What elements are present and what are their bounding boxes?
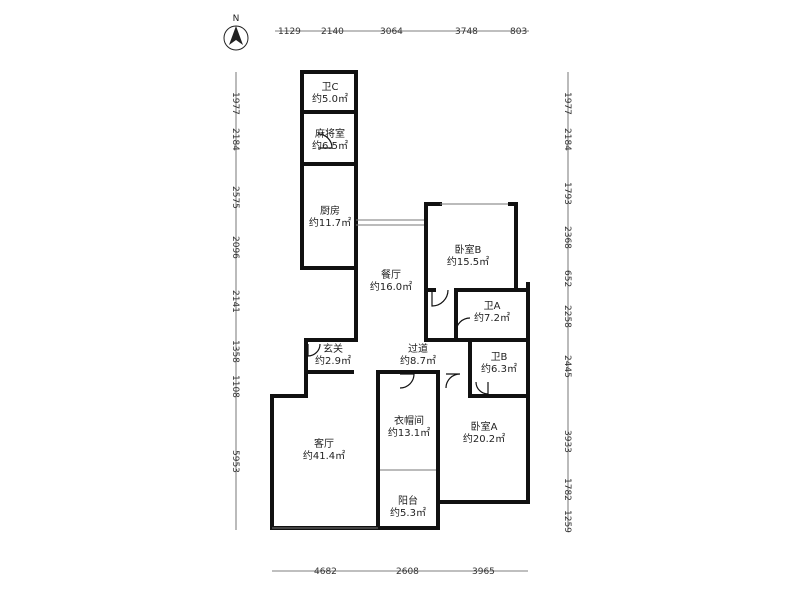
dim-left-3: 2096: [230, 236, 240, 259]
left-dimensions: 1977 2184 2575 2096 2141 1358 1108 5953: [230, 72, 240, 530]
walls: [270, 70, 530, 530]
room-area: 约6.3㎡: [481, 362, 517, 375]
room-name: 麻将室: [315, 127, 345, 140]
doors: [307, 133, 489, 395]
dim-left-4: 2141: [230, 290, 240, 313]
dim-top-3: 3748: [455, 27, 478, 37]
room-name: 玄关: [323, 342, 343, 355]
room-labels: 卫C 约5.0㎡ 麻将室 约6.5㎡ 厨房 约11.7㎡ 餐厅 约16.0㎡ 卧…: [303, 82, 517, 519]
room-area: 约7.2㎡: [474, 311, 510, 324]
dim-right-3: 2368: [562, 226, 572, 249]
top-dimensions: 1129 2140 3064 3748 803: [275, 27, 529, 37]
dim-right-5: 2258: [562, 305, 572, 328]
dim-left-7: 5953: [230, 450, 240, 473]
room-name: 餐厅: [381, 268, 401, 281]
dim-bottom-0: 4682: [314, 567, 337, 577]
room-area: 约15.5㎡: [447, 255, 489, 268]
door-icon: [475, 381, 489, 395]
dim-bottom-1: 2608: [396, 567, 419, 577]
room-area: 约41.4㎡: [303, 449, 345, 462]
dim-right-1: 2184: [562, 128, 572, 151]
compass-label: N: [233, 14, 240, 24]
room-name: 卫B: [491, 352, 508, 363]
room-area: 约20.2㎡: [463, 432, 505, 445]
room-name: 卫C: [322, 82, 339, 93]
room-name: 厨房: [320, 204, 340, 217]
dim-left-5: 1358: [230, 340, 240, 363]
dim-bottom-2: 3965: [472, 567, 495, 577]
room-area: 约5.3㎡: [390, 506, 426, 519]
dim-right-0: 1977: [562, 92, 572, 115]
dim-top-0: 1129: [278, 27, 301, 37]
door-icon: [307, 343, 321, 357]
room-name: 卫A: [484, 301, 501, 312]
room-name: 客厅: [314, 437, 334, 450]
door-icon: [399, 373, 415, 389]
dim-left-6: 1108: [230, 375, 240, 398]
dim-right-7: 3933: [562, 430, 572, 453]
dim-right-9: 1259: [562, 510, 572, 533]
door-icon: [431, 289, 449, 307]
room-name: 卧室B: [455, 243, 482, 256]
right-dimensions: 1977 2184 1793 2368 652 2258 2445 3933 1…: [562, 72, 572, 533]
room-area: 约11.7㎡: [309, 216, 351, 229]
room-name: 过道: [408, 342, 428, 355]
room-name: 衣帽间: [394, 414, 424, 427]
room-area: 约8.7㎡: [400, 354, 436, 367]
dim-left-0: 1977: [230, 92, 240, 115]
bottom-dimensions: 4682 2608 3965: [272, 567, 528, 577]
dim-top-2: 3064: [380, 27, 403, 37]
dim-right-2: 1793: [562, 182, 572, 205]
dim-right-6: 2445: [562, 355, 572, 378]
room-area: 约5.0㎡: [312, 92, 348, 105]
room-name: 阳台: [398, 494, 418, 507]
door-icon: [445, 373, 461, 389]
dim-left-2: 2575: [230, 186, 240, 209]
room-area: 约6.5㎡: [312, 139, 348, 152]
room-area: 约16.0㎡: [370, 280, 412, 293]
dim-top-1: 2140: [321, 27, 344, 37]
room-area: 约2.9㎡: [315, 354, 351, 367]
dim-right-4: 652: [562, 270, 572, 287]
room-area: 约13.1㎡: [388, 426, 430, 439]
door-icon: [455, 317, 471, 333]
dim-left-1: 2184: [230, 128, 240, 151]
door-icon: [317, 133, 333, 149]
compass-icon: N: [223, 14, 249, 51]
dim-right-8: 1782: [562, 478, 572, 501]
dim-top-4: 803: [510, 27, 527, 37]
room-name: 卧室A: [471, 420, 498, 433]
